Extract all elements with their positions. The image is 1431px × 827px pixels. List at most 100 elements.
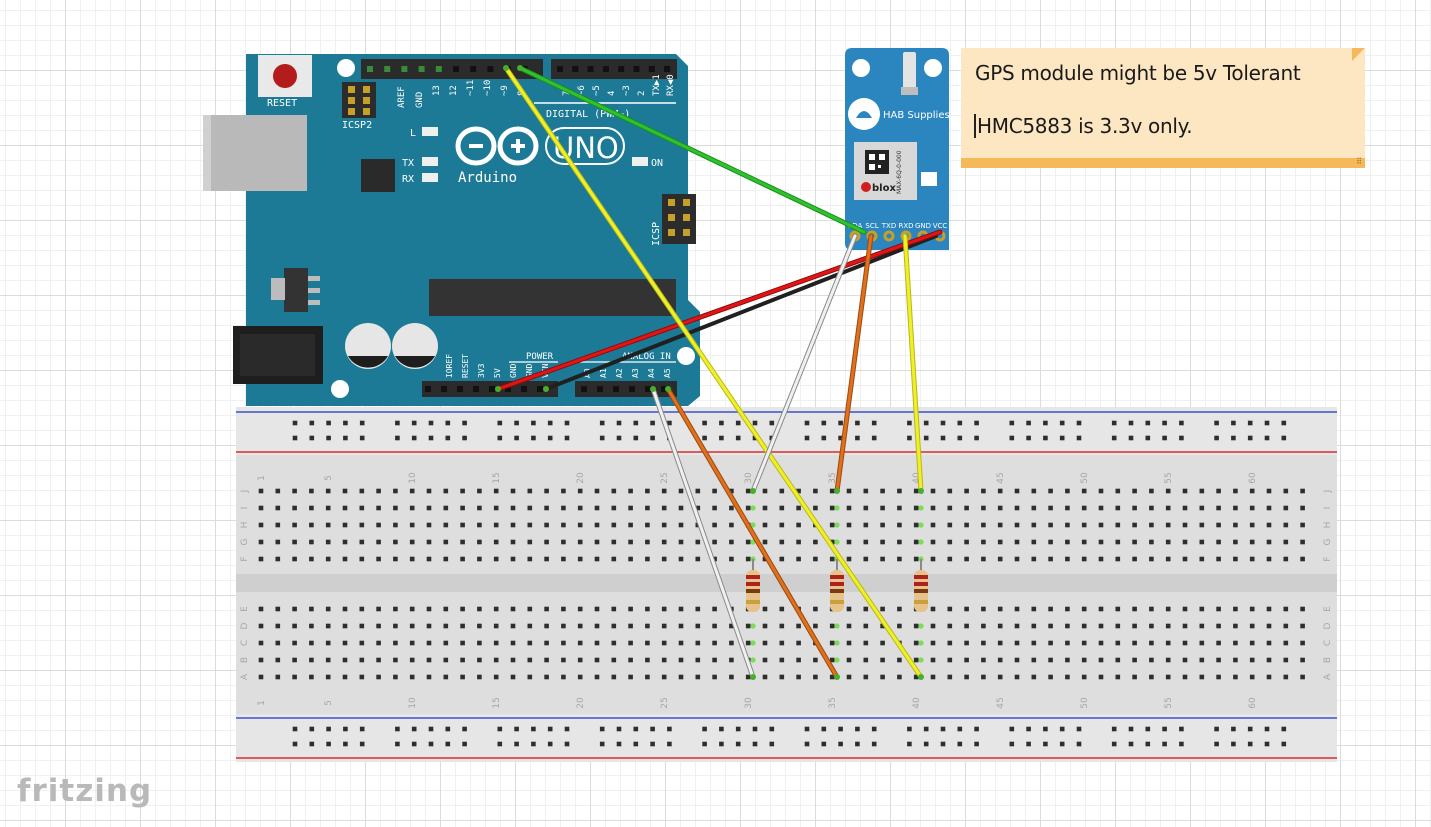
breadboard-hole[interactable] [1165, 556, 1171, 562]
breadboard-hole[interactable] [443, 623, 449, 629]
rail-hole[interactable] [1281, 741, 1287, 747]
breadboard-hole[interactable] [1081, 488, 1087, 494]
breadboard-hole[interactable] [309, 623, 314, 629]
breadboard-hole[interactable] [544, 539, 549, 545]
breadboard-hole[interactable] [577, 556, 583, 562]
breadboard-hole[interactable] [292, 556, 297, 562]
breadboard-hole[interactable] [997, 539, 1003, 545]
breadboard-hole[interactable] [846, 606, 852, 612]
breadboard-hole[interactable] [359, 623, 365, 629]
rail-hole[interactable] [411, 726, 417, 732]
breadboard-hole[interactable] [863, 488, 869, 494]
breadboard-hole[interactable] [376, 640, 381, 646]
rail-hole[interactable] [719, 741, 724, 747]
breadboard-hole[interactable] [510, 657, 516, 663]
breadboard-hole[interactable] [376, 556, 381, 562]
breadboard-hole[interactable] [493, 505, 499, 511]
breadboard-hole[interactable] [1182, 657, 1188, 663]
breadboard-hole[interactable] [1014, 640, 1020, 646]
breadboard-hole[interactable] [1149, 488, 1154, 494]
rail-hole[interactable] [940, 420, 946, 426]
rail-hole[interactable] [1111, 726, 1117, 732]
breadboard-hole[interactable] [930, 556, 936, 562]
rail-hole[interactable] [1179, 435, 1184, 441]
rail-hole[interactable] [650, 726, 655, 732]
breadboard-hole[interactable] [1249, 539, 1255, 545]
rail-hole[interactable] [514, 435, 519, 441]
breadboard-hole[interactable] [981, 640, 986, 646]
breadboard-hole[interactable] [493, 556, 499, 562]
breadboard-hole[interactable] [426, 606, 432, 612]
breadboard-hole[interactable] [813, 674, 818, 680]
breadboard-hole[interactable] [577, 623, 583, 629]
rail-hole[interactable] [497, 435, 503, 441]
breadboard-hole[interactable] [1249, 640, 1255, 646]
breadboard-hole[interactable] [426, 522, 432, 528]
rail-hole[interactable] [497, 741, 503, 747]
breadboard-hole[interactable] [678, 674, 684, 680]
rail-hole[interactable] [633, 726, 639, 732]
rail-hole[interactable] [1264, 420, 1270, 426]
rail-hole[interactable] [462, 726, 467, 732]
breadboard-hole[interactable] [577, 674, 583, 680]
breadboard-hole[interactable] [477, 556, 482, 562]
breadboard-hole[interactable] [695, 488, 701, 494]
rail-hole[interactable] [735, 726, 741, 732]
breadboard-hole[interactable] [947, 522, 953, 528]
rail-hole[interactable] [719, 435, 724, 441]
breadboard-hole[interactable] [645, 556, 650, 562]
breadboard-hole[interactable] [779, 640, 785, 646]
breadboard-hole[interactable] [678, 488, 684, 494]
rail-hole[interactable] [1059, 741, 1065, 747]
breadboard-hole[interactable] [292, 623, 297, 629]
breadboard-hole[interactable] [1300, 556, 1305, 562]
breadboard-hole[interactable] [611, 674, 617, 680]
breadboard-hole[interactable] [577, 606, 583, 612]
rail-hole[interactable] [871, 420, 877, 426]
breadboard-hole[interactable] [779, 539, 785, 545]
power-pin[interactable] [489, 386, 495, 392]
rail-hole[interactable] [599, 726, 605, 732]
rail-hole[interactable] [326, 726, 331, 732]
breadboard-hole[interactable] [1283, 623, 1289, 629]
breadboard-hole[interactable] [611, 640, 617, 646]
breadboard-hole[interactable] [1199, 640, 1205, 646]
rail-hole[interactable] [1179, 420, 1184, 426]
breadboard-hole[interactable] [443, 505, 449, 511]
rail-hole[interactable] [616, 726, 622, 732]
breadboard-hole[interactable] [1300, 606, 1305, 612]
breadboard-hole[interactable] [527, 556, 533, 562]
breadboard-hole[interactable] [611, 657, 617, 663]
breadboard-hole[interactable] [376, 522, 381, 528]
breadboard-hole[interactable] [1031, 522, 1037, 528]
breadboard-hole[interactable] [409, 623, 415, 629]
breadboard-hole[interactable] [1216, 539, 1221, 545]
breadboard-hole[interactable] [628, 539, 633, 545]
breadboard-hole[interactable] [880, 657, 885, 663]
breadboard-hole[interactable] [1182, 539, 1188, 545]
rail-hole[interactable] [292, 726, 298, 732]
breadboard-hole[interactable] [292, 640, 297, 646]
rail-hole[interactable] [1162, 726, 1167, 732]
power-pin[interactable] [521, 386, 527, 392]
breadboard-hole[interactable] [393, 606, 398, 612]
breadboard-hole[interactable] [1048, 640, 1053, 646]
rail-hole[interactable] [599, 435, 605, 441]
breadboard-hole[interactable] [258, 522, 264, 528]
breadboard-hole[interactable] [611, 556, 617, 562]
breadboard-hole[interactable] [645, 488, 650, 494]
rail-hole[interactable] [957, 435, 963, 441]
rail-hole[interactable] [359, 420, 365, 426]
breadboard-hole[interactable] [409, 488, 415, 494]
rail-hole[interactable] [428, 435, 434, 441]
breadboard-hole[interactable] [779, 556, 785, 562]
rail-hole[interactable] [633, 420, 639, 426]
breadboard-hole[interactable] [460, 674, 465, 680]
breadboard-hole[interactable] [678, 505, 684, 511]
breadboard-hole[interactable] [342, 505, 348, 511]
rail-hole[interactable] [1281, 435, 1287, 441]
rail-hole[interactable] [1162, 435, 1167, 441]
breadboard-hole[interactable] [695, 623, 701, 629]
rail-hole[interactable] [1009, 435, 1015, 441]
breadboard-hole[interactable] [695, 606, 701, 612]
